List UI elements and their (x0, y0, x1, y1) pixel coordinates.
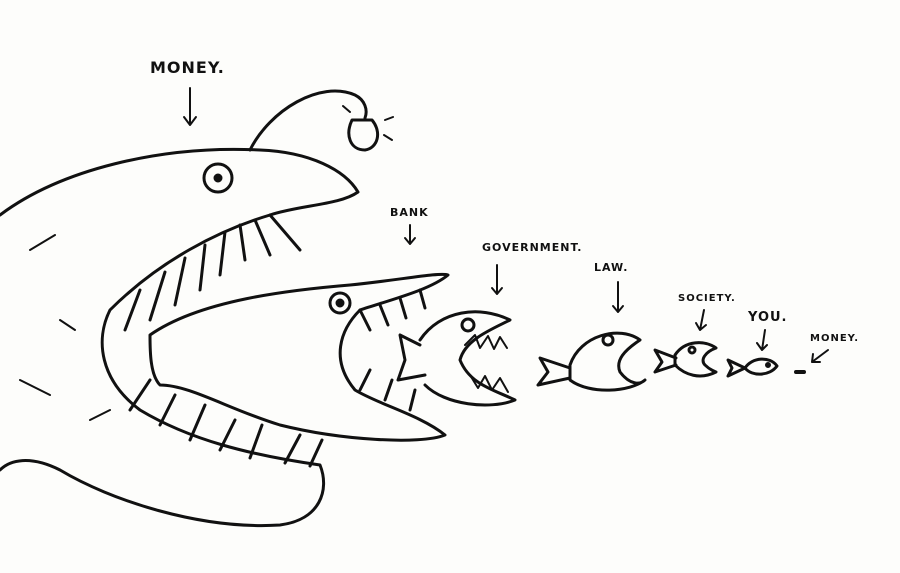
fish-bank (148, 272, 450, 442)
fish-law (536, 331, 647, 392)
fish-you (726, 357, 779, 378)
label-government: GOVERNMENT. (482, 241, 583, 254)
arrows (183, 87, 829, 363)
label-money-end: MONEY. (810, 333, 860, 344)
label-law: LAW. (594, 261, 629, 274)
fish-society (653, 341, 718, 378)
anglerfish-money (0, 89, 394, 528)
label-society: SOCIETY. (678, 293, 736, 304)
label-you: YOU. (748, 310, 788, 325)
label-bank: BANK (390, 206, 429, 219)
fish-government (396, 310, 517, 407)
label-money-top: MONEY. (150, 58, 225, 77)
